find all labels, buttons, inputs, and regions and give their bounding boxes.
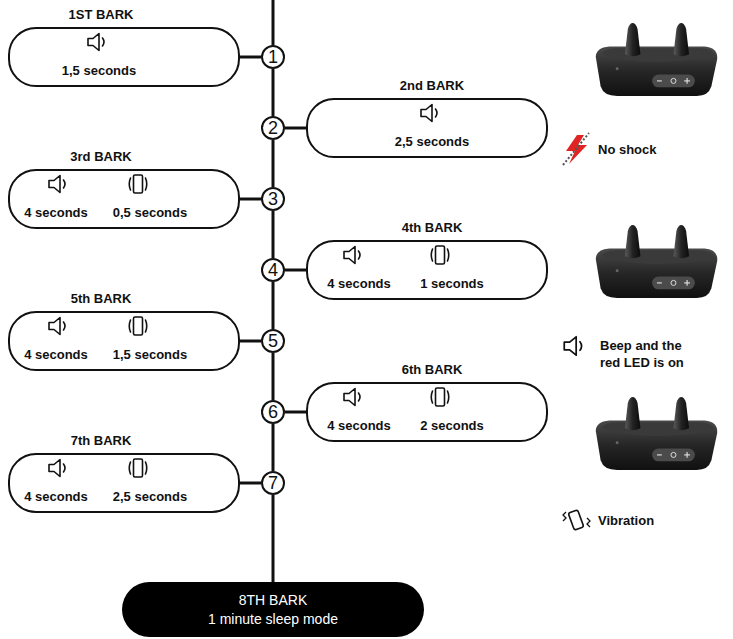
- strike-line: [563, 133, 589, 165]
- timeline-connector: [272, 495, 275, 582]
- vibration-icon: [129, 459, 147, 477]
- collar-picture: [596, 23, 717, 96]
- step-circle: 5: [261, 329, 285, 353]
- timeline-stub: [272, 0, 275, 45]
- timeline-connector: [285, 127, 306, 130]
- bark-heading: 1ST BARK: [68, 7, 133, 23]
- duration-label: 1,5 seconds: [113, 347, 187, 363]
- bark-bubble: 3rd BARK4 seconds0,5 seconds: [8, 169, 240, 229]
- collar-picture: [596, 225, 717, 298]
- vibration-icon: [431, 246, 449, 264]
- speaker-icon: [344, 247, 360, 264]
- duration-label: 4 seconds: [24, 489, 88, 505]
- duration-label: 4 seconds: [24, 347, 88, 363]
- step-number: 2: [268, 119, 278, 137]
- vibration-icon: [129, 175, 147, 193]
- timeline-connector: [240, 482, 261, 485]
- timeline-connector: [285, 269, 306, 272]
- bark-bubble: 4th BARK4 seconds1 seconds: [306, 240, 548, 300]
- vibration-icon: [431, 388, 449, 406]
- step-number: 7: [268, 474, 278, 492]
- duration-label: 2,5 seconds: [395, 134, 469, 150]
- bark-heading: 5th BARK: [71, 291, 132, 307]
- end-heading: 8TH BARK: [239, 591, 307, 610]
- step-circle: 3: [261, 187, 285, 211]
- bark-bubble: 5th BARK4 seconds1,5 seconds: [8, 311, 240, 371]
- duration-label: 2,5 seconds: [113, 489, 187, 505]
- timeline-connector: [272, 424, 275, 471]
- vibration-wave: [587, 518, 590, 527]
- vibration-icon: [129, 317, 147, 335]
- duration-label: 4 seconds: [327, 418, 391, 434]
- bark-bubble: 2nd BARK2,5 seconds: [306, 98, 548, 158]
- legend-text: Beep and the red LED is on: [600, 337, 704, 371]
- timeline-connector: [272, 69, 275, 116]
- step-number: 3: [268, 190, 278, 208]
- speaker-icon: [49, 460, 65, 477]
- timeline-connector: [240, 340, 261, 343]
- duration-label: 0,5 seconds: [113, 205, 187, 221]
- bark-heading: 6th BARK: [402, 362, 463, 378]
- duration-label: 2 seconds: [420, 418, 484, 434]
- bark-bubble: 7th BARK4 seconds2,5 seconds: [8, 453, 240, 513]
- timeline-connector: [240, 56, 261, 59]
- timeline-connector: [272, 211, 275, 258]
- speaker-icon: [49, 176, 65, 193]
- timeline-connector: [272, 140, 275, 187]
- collar-picture: [596, 397, 717, 470]
- duration-label: 4 seconds: [24, 205, 88, 221]
- timeline-connector: [285, 411, 306, 414]
- duration-label: 1 seconds: [420, 276, 484, 292]
- speaker-icon: [49, 318, 65, 335]
- timeline-connector: [272, 282, 275, 329]
- step-circle: 2: [261, 116, 285, 140]
- duration-label: 4 seconds: [327, 276, 391, 292]
- bark-bubble: 1ST BARK1,5 seconds: [8, 27, 240, 87]
- vibration-icon: [568, 510, 584, 530]
- bark-heading: 2nd BARK: [400, 78, 464, 94]
- speaker-icon: [421, 105, 437, 122]
- speaker-icon: [88, 34, 104, 51]
- step-number: 5: [268, 332, 278, 350]
- step-number: 1: [268, 48, 278, 66]
- step-circle: 1: [261, 45, 285, 69]
- vibration-wave: [563, 512, 566, 521]
- phone-body: [568, 510, 584, 530]
- speaker-icon: [564, 337, 581, 355]
- bark-heading: 4th BARK: [402, 220, 463, 236]
- bark-heading: 7th BARK: [71, 433, 132, 449]
- bark-bubble: 6th BARK4 seconds2 seconds: [306, 382, 548, 442]
- timeline-connector: [272, 353, 275, 400]
- legend-text: Vibration: [598, 512, 654, 529]
- sleep-box: 8TH BARK1 minute sleep mode: [122, 582, 424, 637]
- step-circle: 6: [261, 400, 285, 424]
- speaker-icon: [344, 389, 360, 406]
- step-circle: 7: [261, 471, 285, 495]
- duration-label: 1,5 seconds: [62, 63, 136, 79]
- step-number: 4: [268, 261, 278, 279]
- end-note: 1 minute sleep mode: [208, 610, 338, 629]
- legend-text: No shock: [598, 141, 657, 158]
- timeline-connector: [240, 198, 261, 201]
- step-number: 6: [268, 403, 278, 421]
- bark-heading: 3rd BARK: [70, 149, 131, 165]
- step-circle: 4: [261, 258, 285, 282]
